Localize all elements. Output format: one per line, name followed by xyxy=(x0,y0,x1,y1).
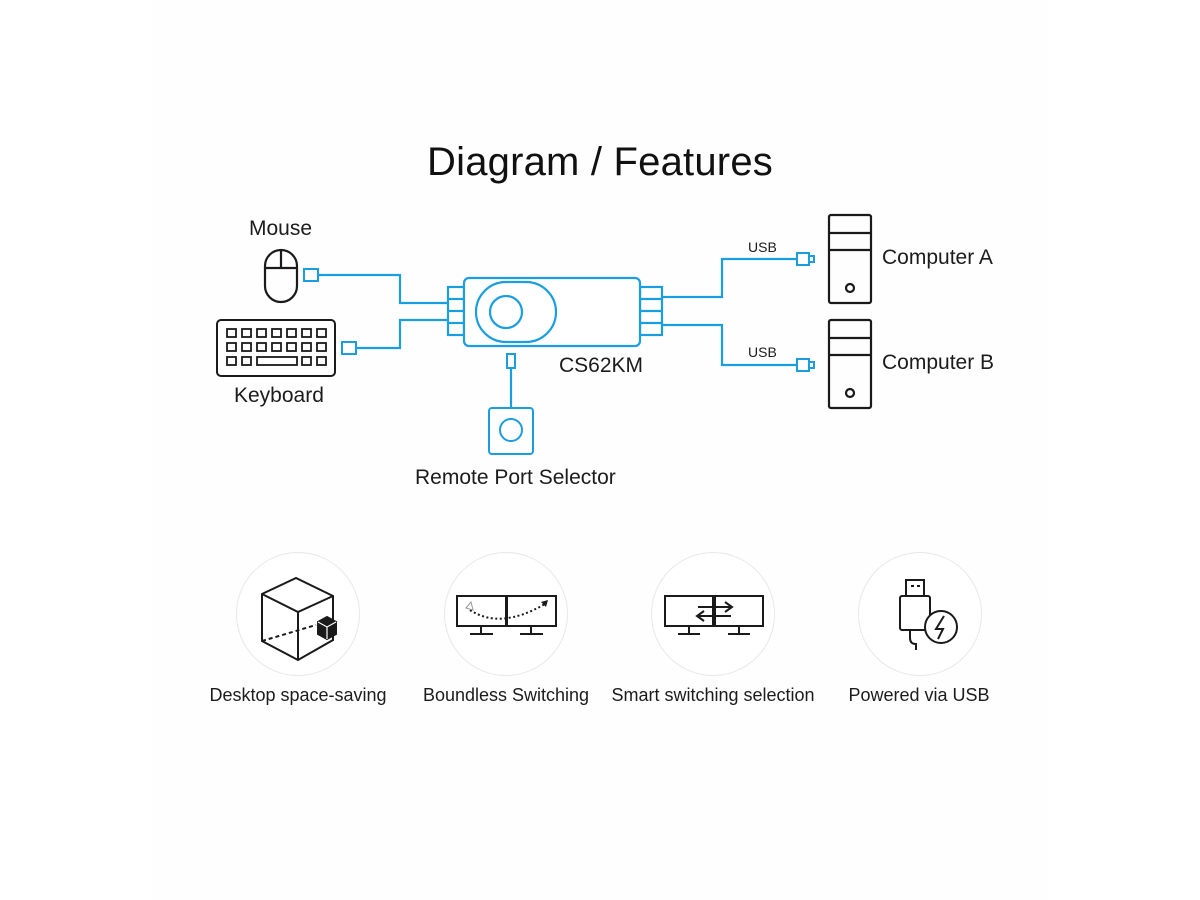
page-title: Diagram / Features xyxy=(427,140,773,184)
remote-selector-icon xyxy=(488,353,534,455)
keyboard-icon xyxy=(216,319,336,377)
usb-plug-b-icon xyxy=(796,358,815,372)
keyboard-label: Keyboard xyxy=(234,384,324,407)
mouse-label: Mouse xyxy=(249,217,313,240)
computer-a-cable xyxy=(662,257,797,299)
keyboard-usb-plug-icon xyxy=(341,341,357,355)
computer-a-icon xyxy=(827,213,873,305)
computer-b-icon xyxy=(827,318,873,410)
content-panel xyxy=(152,0,1048,900)
computer-b-label: Computer B xyxy=(882,351,995,374)
usb-b-label: USB xyxy=(748,344,777,360)
mouse-icon xyxy=(263,248,299,304)
usb-power-icon xyxy=(899,579,958,650)
device-label: CS62KM xyxy=(559,354,644,377)
cube-icon xyxy=(261,576,337,662)
remote-selector-label: Remote Port Selector xyxy=(415,466,616,489)
dual-monitor-cursor-icon xyxy=(456,595,557,635)
kvm-switch-icon xyxy=(446,276,664,348)
feature-label-boundless: Boundless Switching xyxy=(422,685,590,705)
usb-plug-a-icon xyxy=(796,252,815,266)
feature-label-usb-power: Powered via USB xyxy=(848,685,990,705)
feature-label-space-saving: Desktop space-saving xyxy=(209,685,387,705)
computer-b-cable xyxy=(662,323,797,367)
mouse-usb-plug-icon xyxy=(303,268,319,282)
feature-label-smart: Smart switching selection xyxy=(611,685,815,705)
mouse-cable xyxy=(318,273,448,305)
computer-a-label: Computer A xyxy=(882,246,993,269)
keyboard-cable xyxy=(356,318,448,350)
feature-circle-usb-power xyxy=(858,552,982,676)
dual-monitor-switch-icon xyxy=(664,595,764,635)
usb-a-label: USB xyxy=(748,239,777,255)
cables xyxy=(318,257,797,408)
